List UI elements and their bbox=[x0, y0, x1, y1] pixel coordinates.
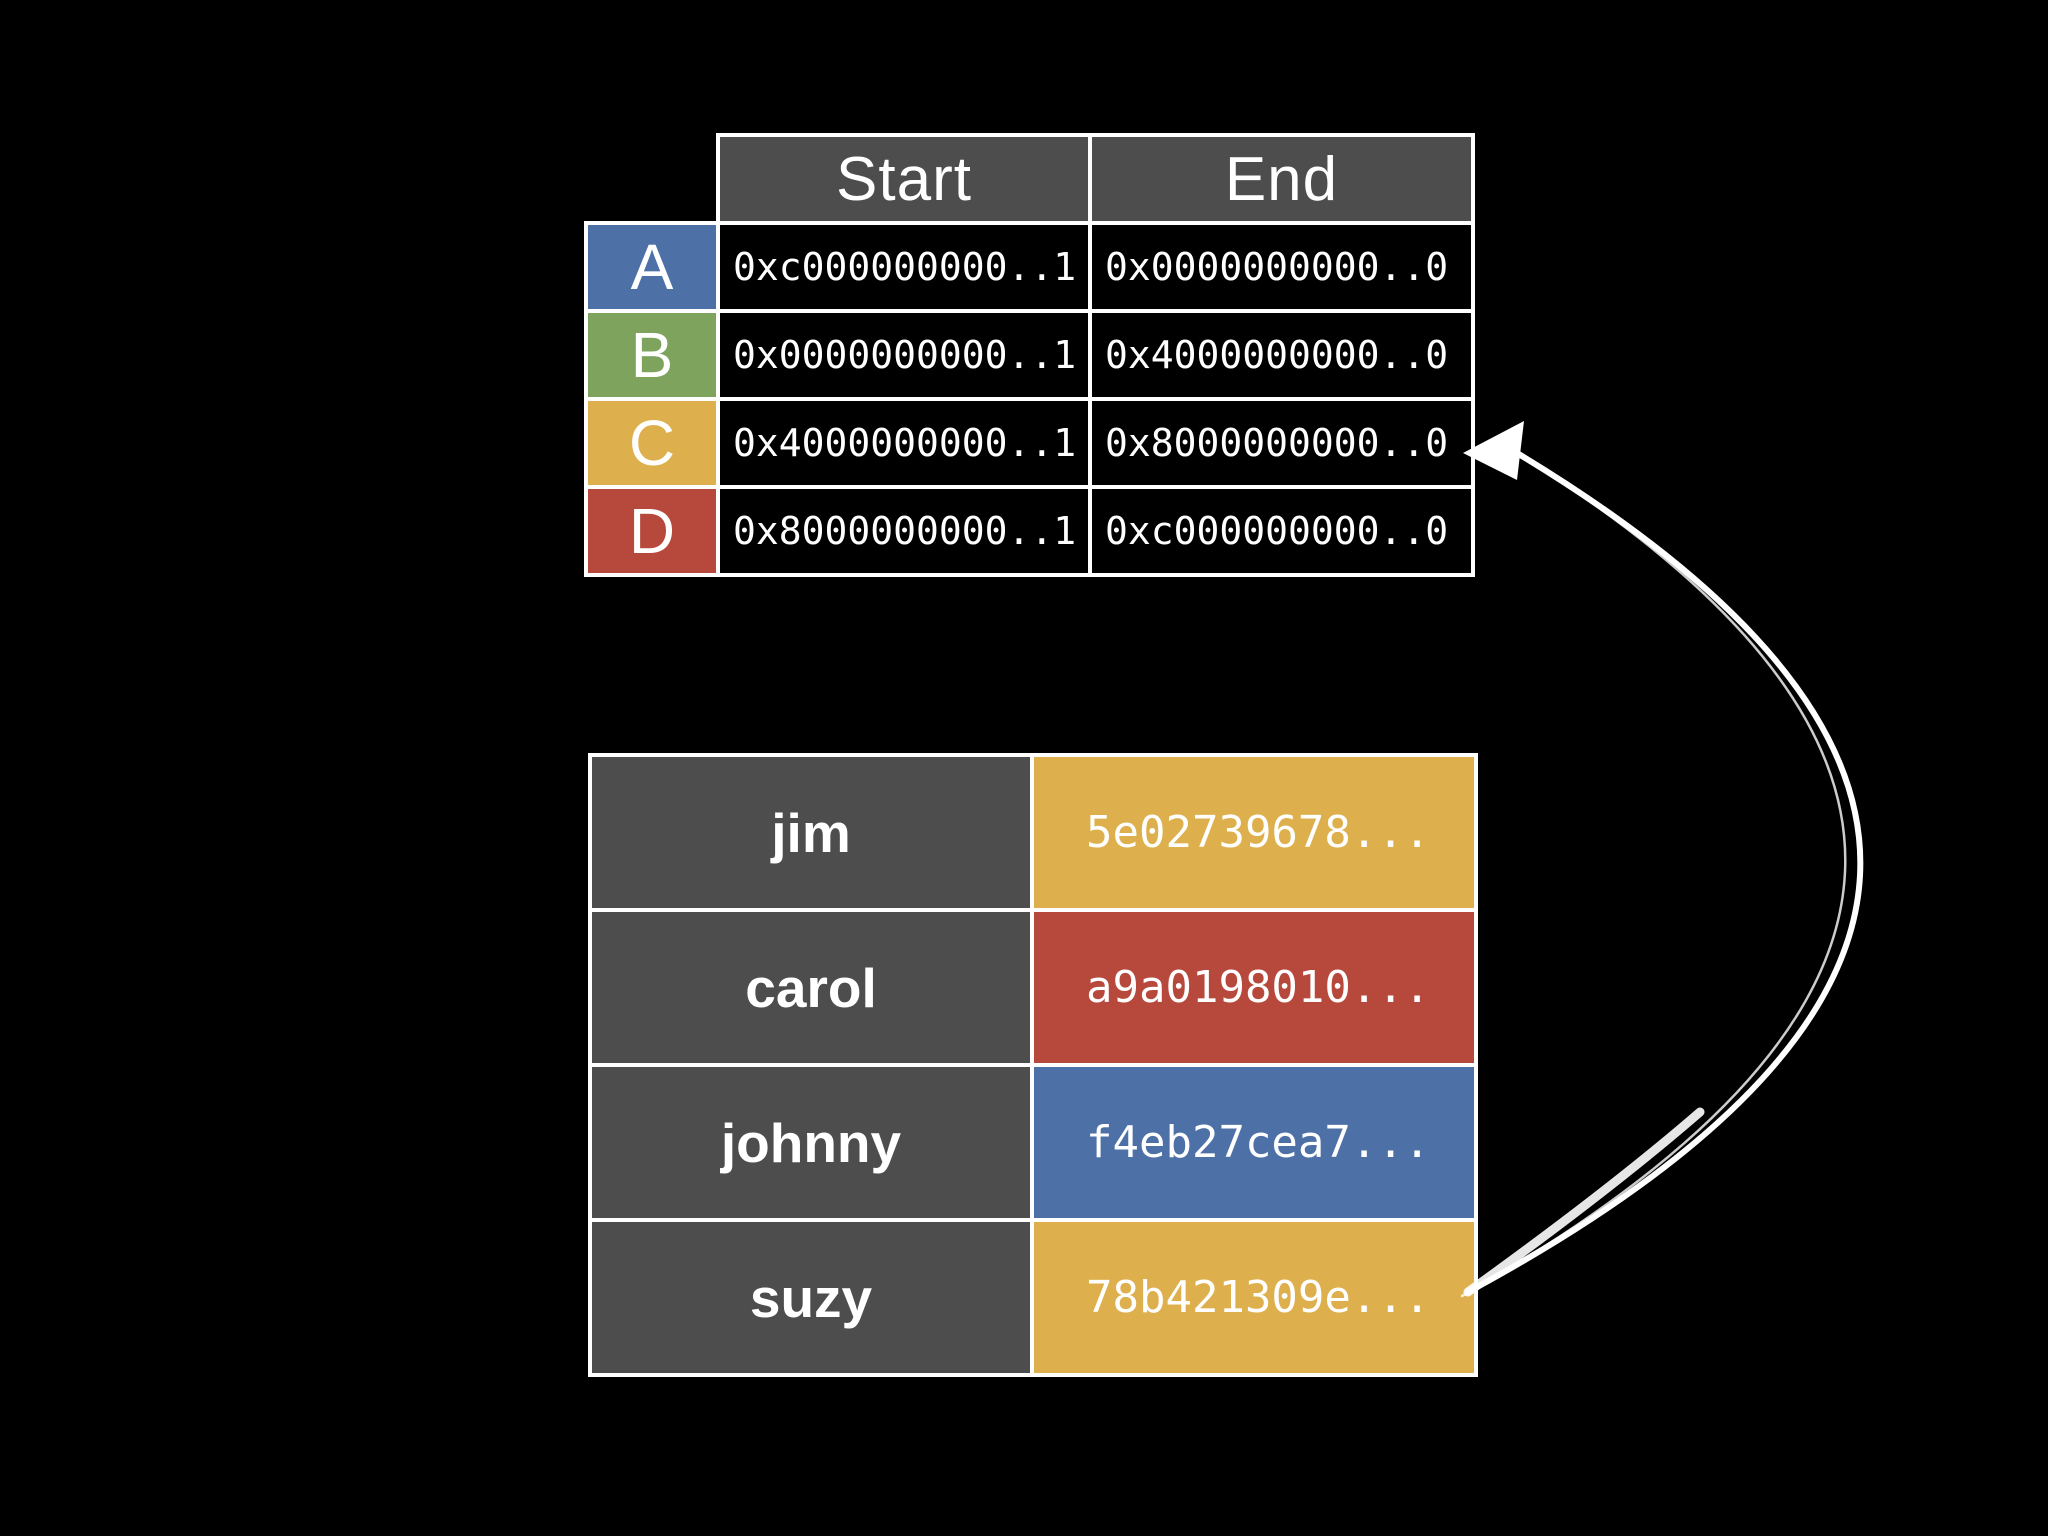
label-cell-b: B bbox=[588, 313, 716, 397]
start-cell-a: 0xc000000000..1 bbox=[720, 225, 1088, 309]
end-cell-d: 0xc000000000..0 bbox=[1092, 489, 1471, 573]
name-cell-suzy: suzy bbox=[592, 1222, 1030, 1373]
start-cell-c: 0x4000000000..1 bbox=[720, 401, 1088, 485]
name-cell-jim: jim bbox=[592, 757, 1030, 908]
hash-cell-suzy: 78b421309e... bbox=[1034, 1222, 1474, 1373]
end-cell-b: 0x4000000000..0 bbox=[1092, 313, 1471, 397]
hash-cell-jim: 5e02739678... bbox=[1034, 757, 1474, 908]
name-cell-johnny: johnny bbox=[592, 1067, 1030, 1218]
end-cell-c: 0x8000000000..0 bbox=[1092, 401, 1471, 485]
bottom-hash-table: jim 5e02739678... carol a9a0198010... jo… bbox=[588, 753, 1478, 1377]
start-cell-d: 0x8000000000..1 bbox=[720, 489, 1088, 573]
column-header-start: Start bbox=[720, 137, 1088, 221]
end-cell-a: 0x0000000000..0 bbox=[1092, 225, 1471, 309]
hash-cell-johnny: f4eb27cea7... bbox=[1034, 1067, 1474, 1218]
label-cell-c: C bbox=[588, 401, 716, 485]
top-range-table: Start End 0xc000000000..1 0x0000000000..… bbox=[716, 133, 1475, 577]
label-cell-a: A bbox=[588, 225, 716, 309]
hash-cell-carol: a9a0198010... bbox=[1034, 912, 1474, 1063]
start-cell-b: 0x0000000000..1 bbox=[720, 313, 1088, 397]
column-header-end: End bbox=[1092, 137, 1471, 221]
name-cell-carol: carol bbox=[592, 912, 1030, 1063]
top-table-label-column: A B C D bbox=[584, 221, 720, 577]
label-cell-d: D bbox=[588, 489, 716, 573]
